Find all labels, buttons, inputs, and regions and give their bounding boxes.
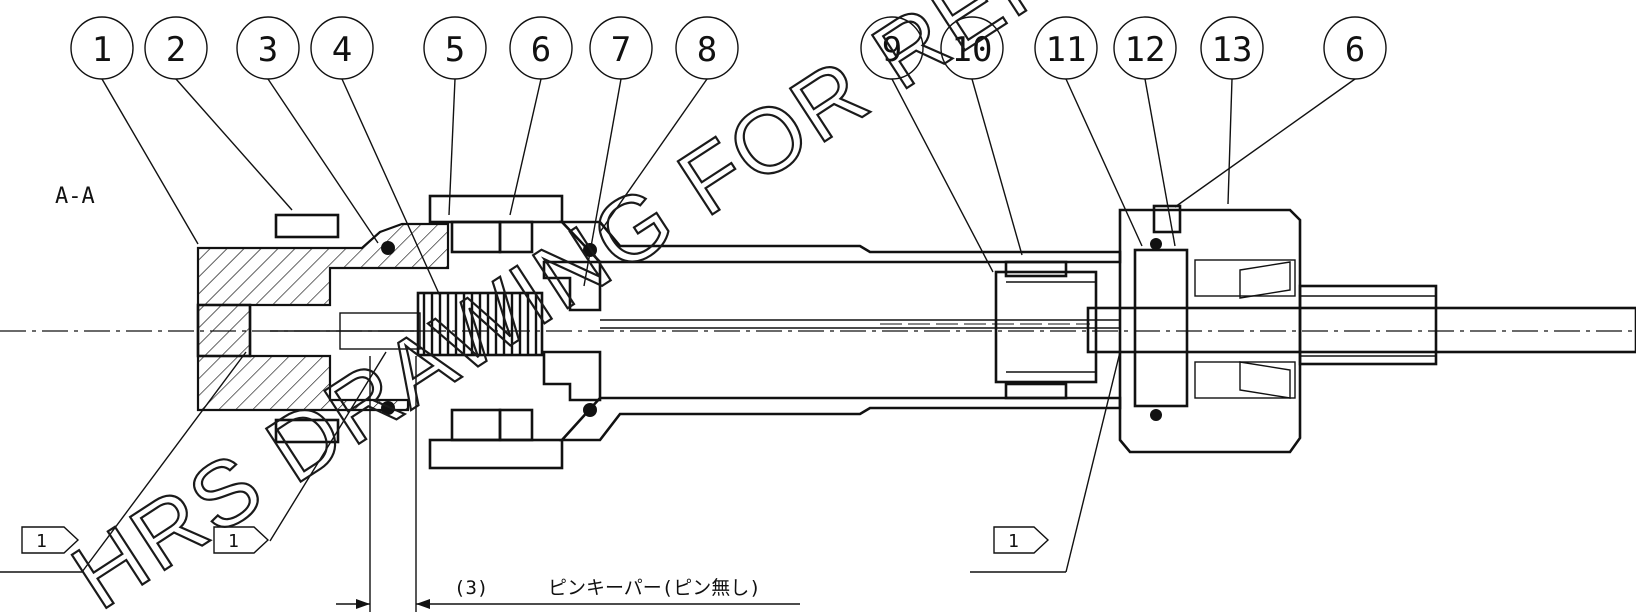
- flag-marker-2: 1: [213, 351, 387, 554]
- balloon-4-label: 4: [332, 30, 352, 70]
- spring: [270, 291, 544, 357]
- balloon-2-label: 2: [166, 30, 186, 70]
- flag-marker-1-label: 1: [36, 531, 47, 552]
- balloon-1: 1: [70, 16, 134, 80]
- rear-clamp: [1118, 204, 1302, 454]
- balloon-3: 3: [236, 16, 300, 80]
- flag-marker-3: 1: [970, 351, 1121, 573]
- dimension-annotation: (3) ピンキーパー(ピン無し): [336, 356, 800, 612]
- balloon-8: 8: [675, 16, 739, 80]
- balloon-7: 7: [589, 16, 653, 80]
- balloon-1-label: 1: [92, 30, 112, 70]
- flag-marker-3-label: 1: [1008, 531, 1019, 552]
- balloon-7-label: 7: [611, 30, 631, 70]
- balloon-6: 6: [509, 16, 573, 80]
- balloon-13-label: 13: [1212, 30, 1253, 70]
- flag-marker-2-label: 1: [228, 531, 239, 552]
- flag-markers: 1 1 1: [0, 351, 1121, 573]
- dimension-note: ピンキーパー(ピン無し): [548, 577, 761, 599]
- ferrule: [994, 260, 1098, 400]
- balloon-12-label: 12: [1125, 30, 1166, 70]
- balloon-3-label: 3: [258, 30, 278, 70]
- balloon-6-label: 6: [531, 30, 551, 70]
- balloon-5-label: 5: [445, 30, 465, 70]
- view-label: A-A: [55, 184, 95, 209]
- dimension-value: (3): [454, 577, 488, 599]
- balloon-4: 4: [310, 16, 374, 80]
- coupling-nut: [428, 194, 564, 470]
- balloon-11-label: 11: [1046, 30, 1087, 70]
- balloon-6b: 6: [1323, 16, 1387, 80]
- balloon-10-label: 10: [952, 30, 993, 70]
- balloon-2: 2: [144, 16, 208, 80]
- balloon-12: 12: [1113, 16, 1177, 80]
- contact-body: [196, 213, 450, 444]
- barrel: [558, 220, 1122, 442]
- cable: [1086, 284, 1636, 366]
- balloon-9-label: 9: [882, 30, 902, 70]
- balloon-5: 5: [423, 16, 487, 80]
- balloon-11: 11: [1034, 16, 1098, 80]
- balloon-row: 1 2 3 4 5 6 7 8 9 10 11 12 13 6: [70, 16, 1387, 80]
- balloon-13: 13: [1200, 16, 1264, 80]
- flag-marker-1: 1: [0, 351, 247, 573]
- balloon-8-label: 8: [697, 30, 717, 70]
- balloon-6b-label: 6: [1345, 30, 1365, 70]
